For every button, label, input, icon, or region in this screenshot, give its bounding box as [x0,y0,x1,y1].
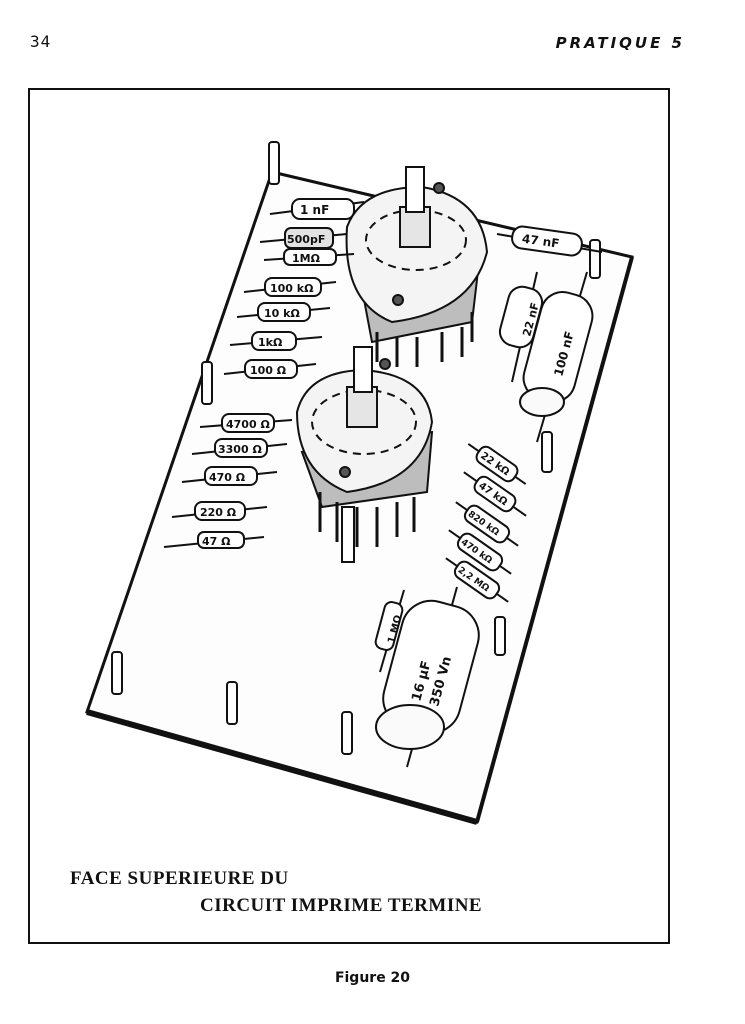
resistor-label: 100 Ω [250,364,287,377]
figure-caption-line1: FACE SUPERIEURE DU [70,868,289,889]
figure-caption-line2: CIRCUIT IMPRIME TERMINE [200,895,483,916]
resistor-label: 1kΩ [258,336,283,349]
rotary-switch-upper [345,166,489,367]
resistor-label: 3300 Ω [218,443,262,456]
rotary-switch-lower [295,346,434,563]
pin-post [111,651,123,695]
resistor-label: 100 kΩ [270,282,314,295]
resistor-label: 1 nF [300,203,329,217]
resistor-label: 10 kΩ [264,307,300,320]
resistor-label: 500pF [287,233,325,246]
running-head: PRATIQUE 5 [555,34,685,52]
figure-label: Figure 20 [334,970,411,986]
pin-post [589,239,601,279]
capacitor-small: 22 nF [498,271,544,383]
svg-text:47 nF: 47 nF [521,232,560,251]
pin-post [268,141,280,185]
resistor-label: 470 Ω [209,471,246,484]
resistors-upper-left: 1 nF 500pF 1MΩ 100 kΩ 10 kΩ 1kΩ 100 Ω [223,198,365,379]
pin-post [226,681,238,725]
pin-post [341,711,353,755]
pin-post [201,361,213,405]
capacitor-large: 100 nF [519,271,594,443]
pin-post [541,431,553,473]
capacitor-top-right: 47 nF [496,225,603,257]
pin-post [494,616,506,656]
figure-frame: 1 nF 500pF 1MΩ 100 kΩ 10 kΩ 1kΩ 100 Ω 47… [28,88,670,944]
circuit-board-illustration: 1 nF 500pF 1MΩ 100 kΩ 10 kΩ 1kΩ 100 Ω 47… [85,141,634,825]
resistor-label: 4700 Ω [226,418,270,431]
resistor-label: 220 Ω [200,506,237,519]
resistor-label: 47 Ω [202,535,231,548]
resistors-middle-left: 4700 Ω 3300 Ω 470 Ω 220 Ω 47 Ω [163,413,293,549]
page-number: 34 [30,32,52,51]
electrolytic-capacitor: 16 µF 350 Vn [375,586,480,768]
resistor-vertical: 1 MΩ [374,589,405,673]
resistor-label: 1MΩ [292,252,321,265]
